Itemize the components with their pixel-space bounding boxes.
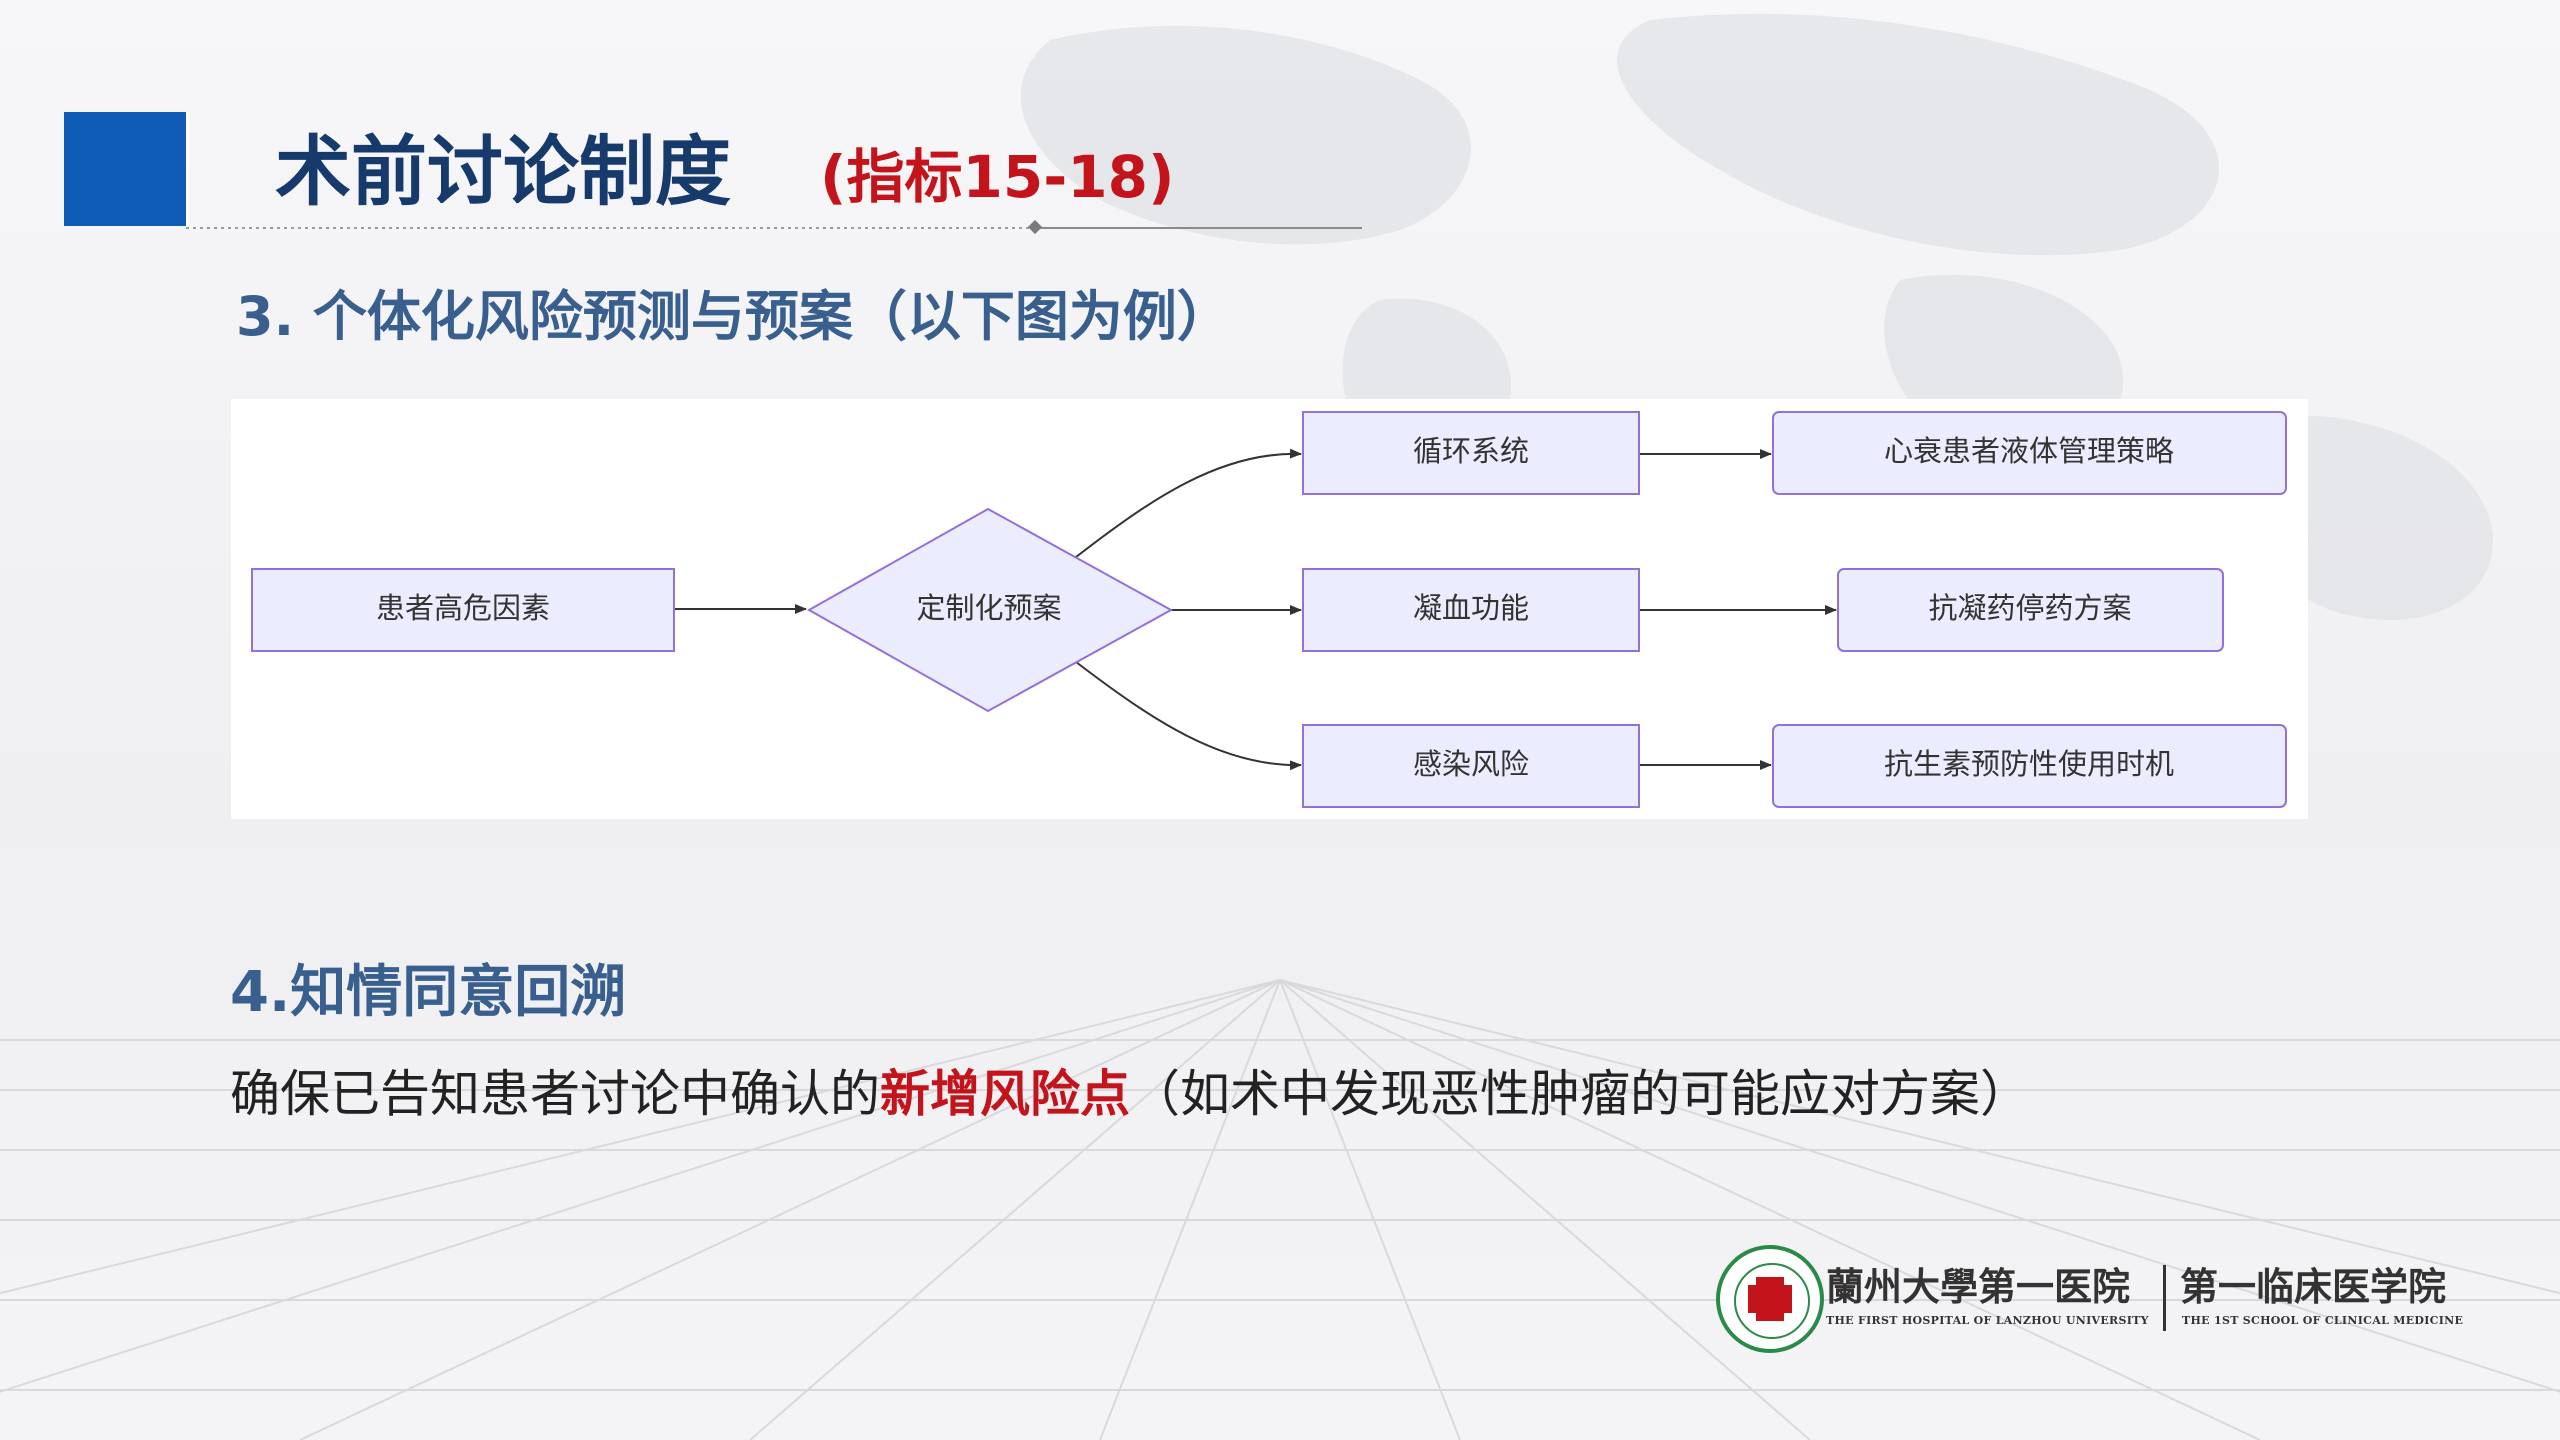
edge-decision-to-infection xyxy=(1075,661,1302,771)
section-3-heading: 3. 个体化风险预测与预案（以下图为例） xyxy=(236,285,1231,348)
slide-title: 术前讨论制度 xyxy=(275,127,731,216)
node-decision: 定制化预案 xyxy=(806,507,1174,713)
node-start-label: 患者高危因素 xyxy=(376,591,550,625)
node-heart-failure-plan-label: 心衰患者液体管理策略 xyxy=(1884,434,2174,468)
section-4-heading: 4.知情同意回溯 xyxy=(230,960,627,1025)
title-underline xyxy=(186,220,1362,235)
hospital-name-cn: 蘭州大學第一医院 xyxy=(1826,1264,2131,1309)
node-decision-label: 定制化预案 xyxy=(916,591,1061,625)
node-circulation: 循环系统 xyxy=(1302,411,1640,495)
node-coagulation-label: 凝血功能 xyxy=(1413,591,1529,625)
section-4-text-before: 确保已告知患者讨论中确认的 xyxy=(230,1065,880,1123)
slide-title-suffix: (指标15-18) xyxy=(820,143,1175,211)
logo-separator xyxy=(2163,1265,2166,1331)
node-heart-failure-plan: 心衰患者液体管理策略 xyxy=(1772,411,2287,495)
node-antibiotic-plan-label: 抗生素预防性使用时机 xyxy=(1884,747,2174,781)
node-circulation-label: 循环系统 xyxy=(1413,434,1529,468)
title-accent-edge xyxy=(186,112,190,226)
section-4-text-after: （如术中发现恶性肿瘤的可能应对方案） xyxy=(1130,1065,2030,1123)
node-infection: 感染风险 xyxy=(1302,724,1640,808)
node-infection-label: 感染风险 xyxy=(1413,747,1529,781)
hospital-name-en: THE FIRST HOSPITAL OF LANZHOU UNIVERSITY xyxy=(1826,1314,2149,1327)
node-anticoagulant-plan: 抗凝药停药方案 xyxy=(1837,568,2224,652)
section-4-text: 确保已告知患者讨论中确认的新增风险点（如术中发现恶性肿瘤的可能应对方案） xyxy=(230,1058,2030,1130)
school-name-en: THE 1ST SCHOOL OF CLINICAL MEDICINE xyxy=(2182,1314,2464,1327)
node-anticoagulant-plan-label: 抗凝药停药方案 xyxy=(1928,591,2131,625)
node-antibiotic-plan: 抗生素预防性使用时机 xyxy=(1772,724,2287,808)
section-4-text-highlight: 新增风险点 xyxy=(880,1065,1130,1123)
node-start: 患者高危因素 xyxy=(251,568,675,652)
school-name-cn: 第一临床医学院 xyxy=(2180,1264,2447,1309)
risk-plan-flowchart: 患者高危因素 定制化预案 循环系统 凝血功能 感染风险 心衰患者液体管理策略 抗… xyxy=(231,399,2308,819)
title-accent-block xyxy=(64,112,186,226)
edge-decision-to-circulation xyxy=(1075,448,1302,558)
hospital-emblem-icon xyxy=(1716,1245,1824,1353)
node-coagulation: 凝血功能 xyxy=(1302,568,1640,652)
